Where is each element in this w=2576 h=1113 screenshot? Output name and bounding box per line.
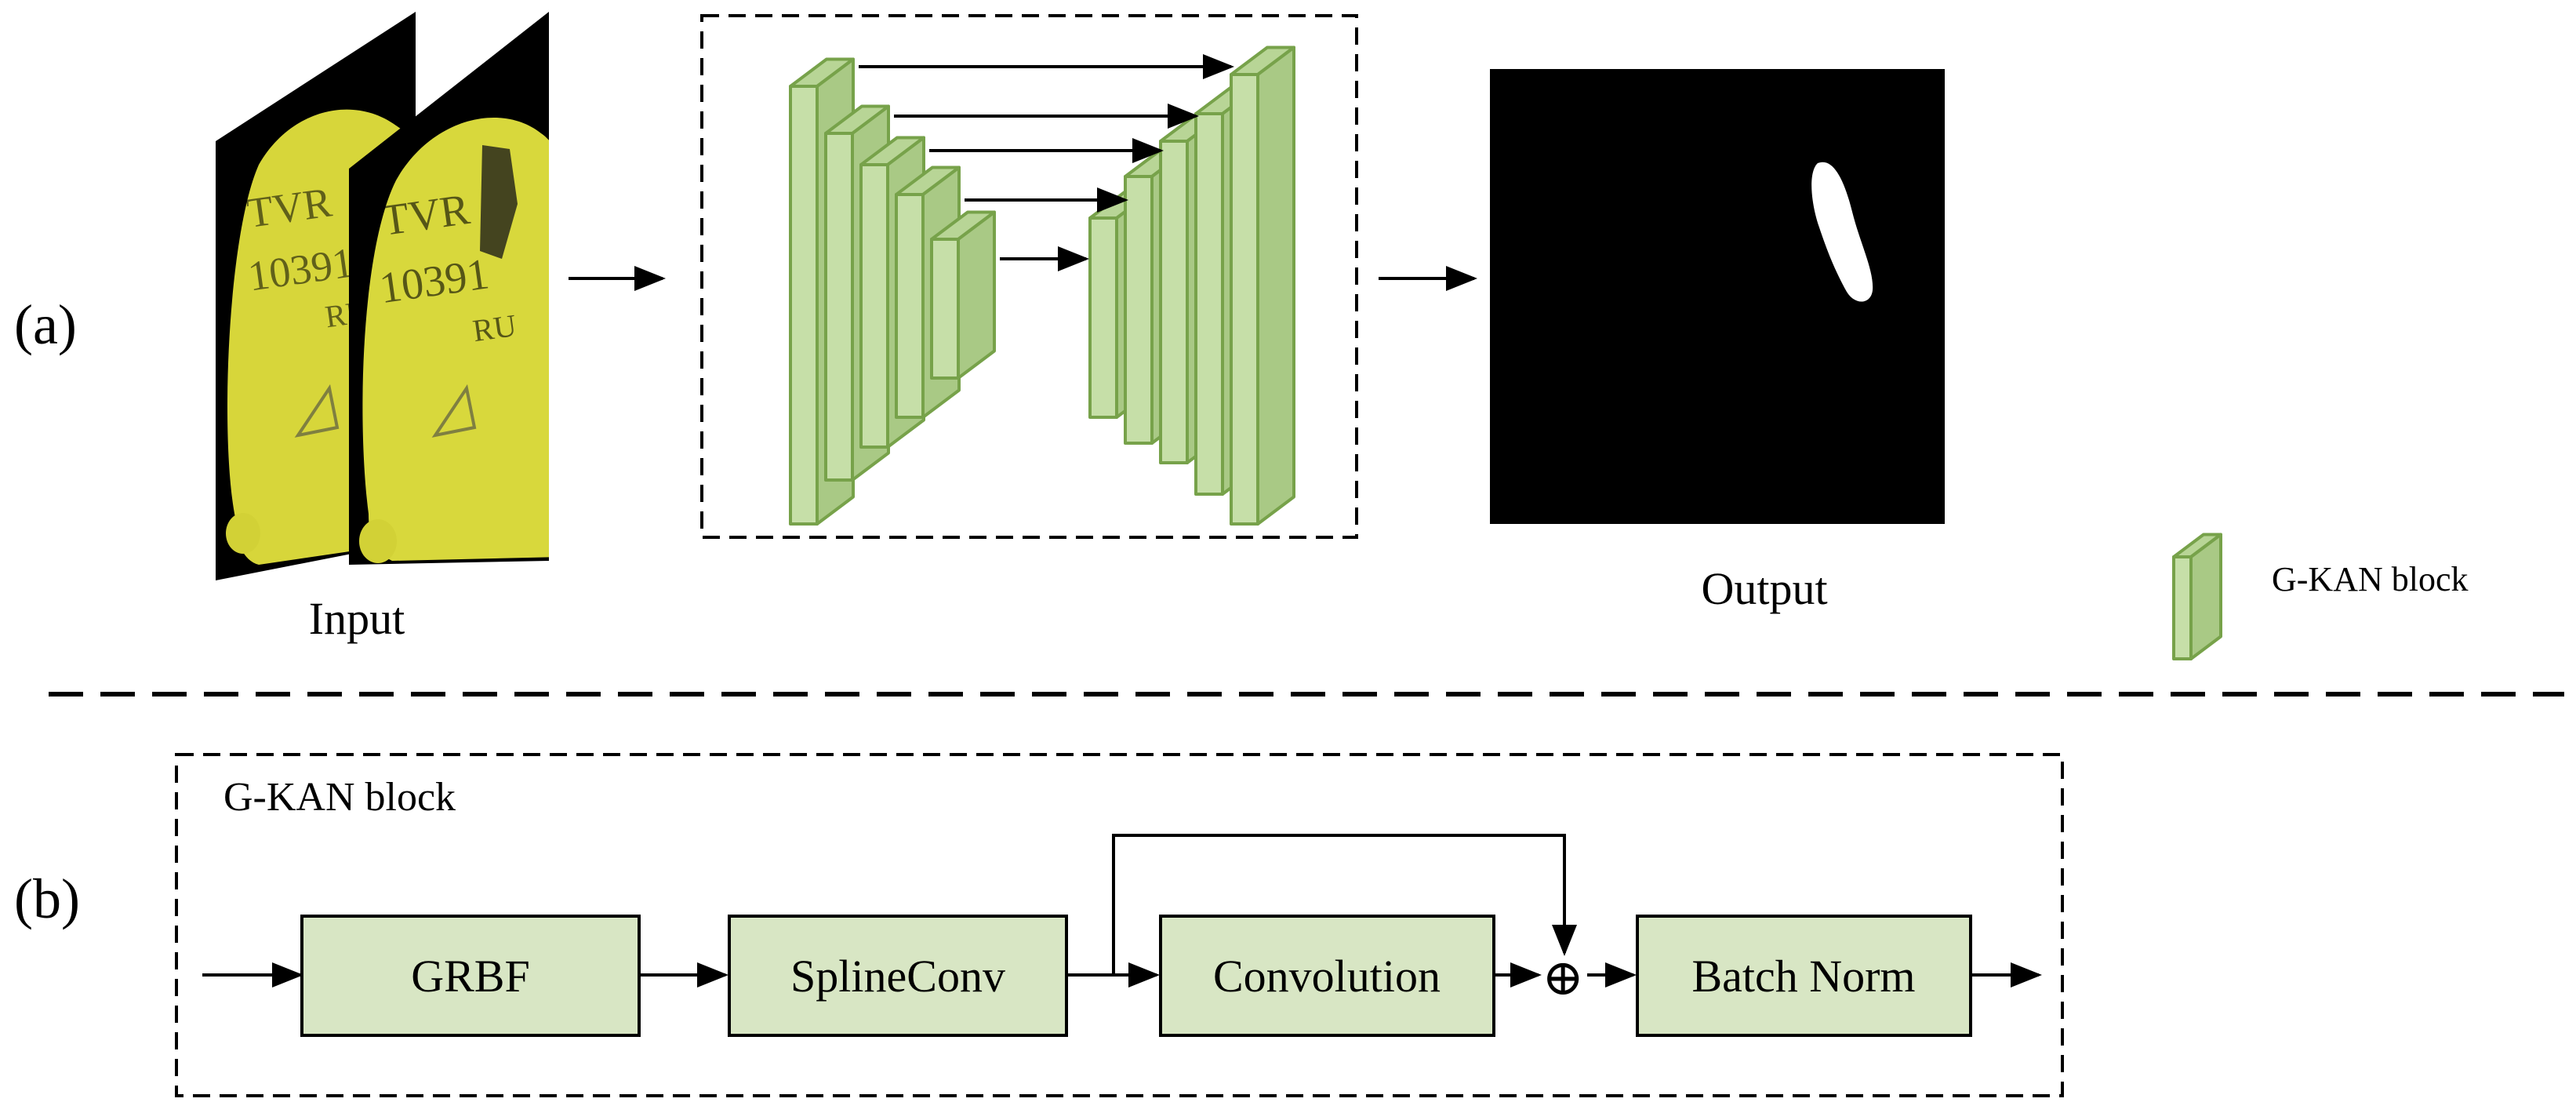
input-image-front <box>349 12 549 565</box>
svg-text:TVR: TVR <box>244 178 334 236</box>
gkan-block-title: G-KAN block <box>223 775 456 820</box>
legend-gkan-block <box>2172 533 2222 660</box>
batch-norm-box <box>1636 915 1972 1037</box>
legend-label: G-KAN block <box>2272 560 2469 598</box>
batch-norm-label: Batch Norm <box>1691 951 1915 1002</box>
skip-connections <box>859 54 1234 271</box>
input-label: Input <box>309 593 405 644</box>
network-frame <box>700 14 1358 539</box>
output-mask <box>1490 69 1945 524</box>
legend-block-icon <box>2172 533 2222 660</box>
input-images: TVR 10391 RU TVR 10391 RU <box>216 12 549 580</box>
splineconv-label: SplineConv <box>790 951 1005 1002</box>
gkan-block-frame <box>175 753 2064 1097</box>
splineconv-box <box>728 915 1068 1037</box>
decoder-block-5 <box>1230 45 1295 526</box>
defect-region <box>1811 162 1873 302</box>
warning-triangle-icon <box>294 384 477 438</box>
add-symbol: ⊕ <box>1542 950 1584 1006</box>
convolution-label: Convolution <box>1213 951 1441 1002</box>
svg-text:RU: RU <box>323 293 371 334</box>
unet-blocks <box>789 45 1295 526</box>
encoder-block-5 <box>930 210 996 380</box>
panel-b-label: (b) <box>14 867 80 930</box>
panel-a-label: (a) <box>14 293 77 356</box>
residual-connection <box>1112 834 1577 975</box>
output-label: Output <box>1701 563 1827 614</box>
grbf-label: GRBF <box>411 951 530 1002</box>
svg-text:RU: RU <box>471 307 518 348</box>
